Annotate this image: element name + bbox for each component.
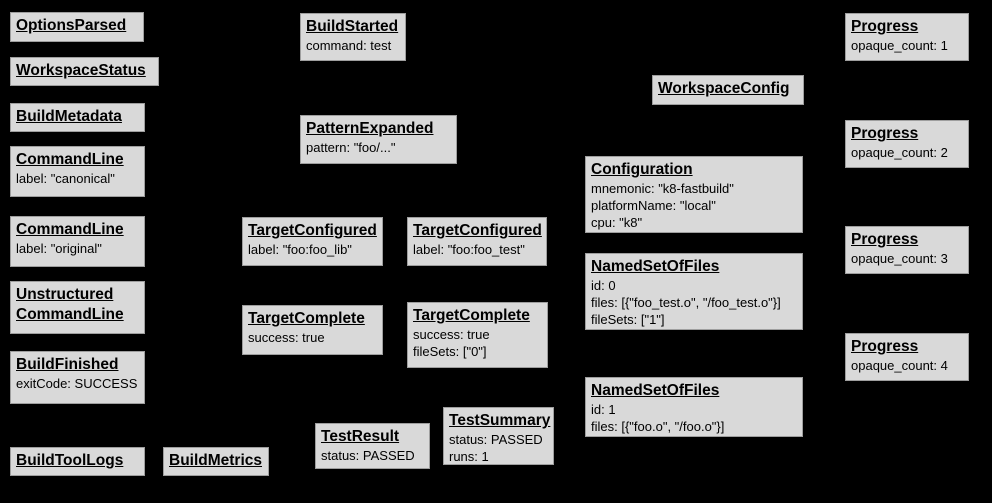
event-attribute: status: PASSED (321, 448, 415, 463)
event-attribute: mnemonic: "k8-fastbuild" (591, 181, 734, 196)
event-title: Progress (851, 231, 919, 248)
event-title: BuildMetadata (16, 108, 122, 125)
event-attribute: cpu: "k8" (591, 215, 643, 230)
event-box-command-line-original: CommandLine label: "original" (10, 216, 145, 267)
event-box-target-configured-foo-test: TargetConfigured label: "foo:foo_test" (407, 217, 547, 266)
event-title: NamedSetOfFiles (591, 382, 720, 399)
event-title: TestSummary (449, 412, 551, 429)
event-box-build-metrics: BuildMetrics (163, 447, 269, 476)
event-box-target-complete-foo-lib: TargetComplete success: true (242, 305, 383, 355)
event-box-progress-3: Progress opaque_count: 3 (845, 226, 969, 274)
event-title: TargetComplete (413, 307, 530, 324)
event-box-progress-1: Progress opaque_count: 1 (845, 13, 969, 61)
event-title: Progress (851, 18, 919, 35)
event-box-pattern-expanded: PatternExpanded pattern: "foo/..." (300, 115, 457, 164)
event-attribute: pattern: "foo/..." (306, 140, 396, 155)
event-title: BuildFinished (16, 356, 119, 373)
event-title: Progress (851, 338, 919, 355)
event-attribute: exitCode: SUCCESS (16, 376, 138, 391)
event-box-named-set-of-files-0: NamedSetOfFiles id: 0 files: [{"foo_test… (585, 253, 803, 330)
event-title: CommandLine (16, 221, 124, 238)
event-box-build-finished: BuildFinished exitCode: SUCCESS (10, 351, 145, 404)
event-title: WorkspaceStatus (16, 62, 146, 79)
event-box-build-tool-logs: BuildToolLogs (10, 447, 145, 476)
event-title: TargetComplete (248, 310, 365, 327)
event-attribute: label: "original" (16, 241, 102, 256)
event-attribute: opaque_count: 2 (851, 145, 948, 160)
event-box-unstructured-command-line: Unstructured CommandLine (10, 281, 145, 334)
event-box-test-summary: TestSummary status: PASSED runs: 1 (443, 407, 554, 465)
event-attribute: opaque_count: 4 (851, 358, 948, 373)
event-title: OptionsParsed (16, 17, 127, 34)
event-attribute: success: true (248, 330, 325, 345)
event-attribute: opaque_count: 1 (851, 38, 948, 53)
event-box-progress-2: Progress opaque_count: 2 (845, 120, 969, 168)
event-title: BuildStarted (306, 18, 399, 35)
event-attribute: platformName: "local" (591, 198, 716, 213)
event-title: TestResult (321, 428, 400, 445)
event-title: TargetConfigured (413, 222, 542, 239)
event-box-options-parsed: OptionsParsed (10, 12, 144, 42)
event-title: Progress (851, 125, 919, 142)
event-attribute: runs: 1 (449, 449, 489, 464)
event-attribute: label: "canonical" (16, 171, 115, 186)
event-box-test-result: TestResult status: PASSED (315, 423, 430, 469)
event-title: CommandLine (16, 151, 124, 168)
event-box-build-started: BuildStarted command: test (300, 13, 406, 61)
event-box-workspace-status: WorkspaceStatus (10, 57, 159, 86)
event-box-progress-4: Progress opaque_count: 4 (845, 333, 969, 381)
event-attribute: label: "foo:foo_test" (413, 242, 525, 257)
event-title: Unstructured CommandLine (16, 286, 124, 323)
event-attribute: status: PASSED (449, 432, 543, 447)
event-title: WorkspaceConfig (658, 80, 790, 97)
event-title: TargetConfigured (248, 222, 377, 239)
event-attribute: command: test (306, 38, 392, 53)
event-box-target-configured-foo-lib: TargetConfigured label: "foo:foo_lib" (242, 217, 383, 266)
event-attribute: files: [{"foo_test.o", "/foo_test.o"}] (591, 295, 781, 310)
event-attribute: opaque_count: 3 (851, 251, 948, 266)
event-title: Configuration (591, 161, 693, 178)
event-attribute: id: 1 (591, 402, 616, 417)
event-title: NamedSetOfFiles (591, 258, 720, 275)
event-title: BuildMetrics (169, 452, 263, 469)
event-box-command-line-canonical: CommandLine label: "canonical" (10, 146, 145, 197)
event-box-workspace-config: WorkspaceConfig (652, 75, 804, 105)
event-attribute: files: [{"foo.o", "/foo.o"}] (591, 419, 725, 434)
event-box-target-complete-foo-test: TargetComplete success: true fileSets: [… (407, 302, 548, 368)
event-title: BuildToolLogs (16, 452, 124, 469)
event-box-build-metadata: BuildMetadata (10, 103, 145, 132)
event-attribute: fileSets: ["0"] (413, 344, 487, 359)
event-box-configuration: Configuration mnemonic: "k8-fastbuild" p… (585, 156, 803, 233)
event-title: PatternExpanded (306, 120, 434, 137)
event-attribute: fileSets: ["1"] (591, 312, 665, 327)
event-attribute: label: "foo:foo_lib" (248, 242, 352, 257)
event-attribute: success: true (413, 327, 490, 342)
event-box-named-set-of-files-1: NamedSetOfFiles id: 1 files: [{"foo.o", … (585, 377, 803, 437)
event-attribute: id: 0 (591, 278, 616, 293)
